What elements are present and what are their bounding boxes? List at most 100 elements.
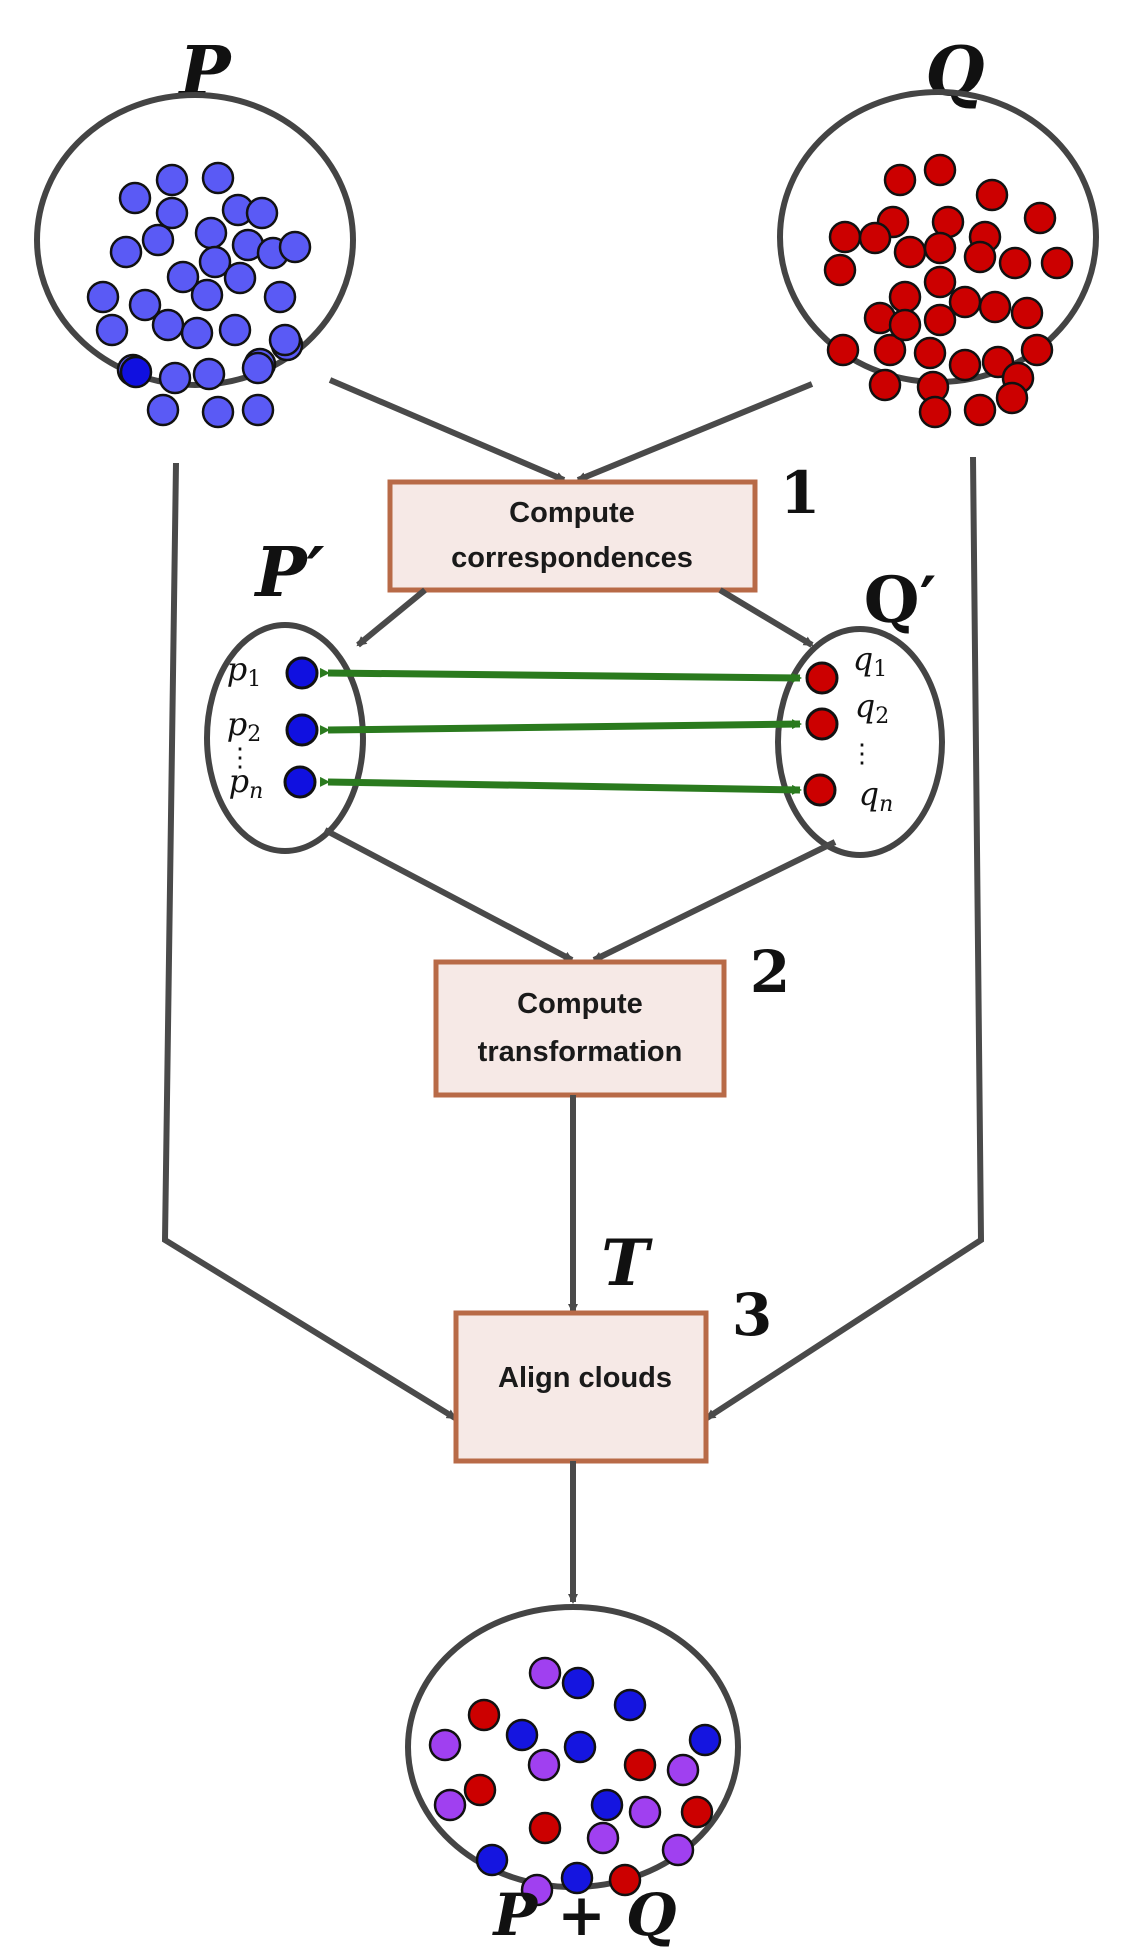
correspondence-arrow-2 — [319, 719, 802, 736]
arrow-p-to-step3 — [161, 462, 457, 1421]
p-cloud-point — [192, 357, 226, 391]
arrow-p-prime-to-step2 — [323, 827, 574, 963]
q-cloud-point — [828, 220, 862, 254]
step1-number: 1 — [780, 459, 820, 527]
p-prime-ellipse — [204, 622, 366, 854]
p-cloud-point — [245, 196, 279, 230]
q-cloud-point — [888, 280, 922, 314]
arrow-p-to-step1 — [328, 377, 566, 483]
q1-label: q1 — [853, 640, 887, 682]
merged-cloud-point — [623, 1748, 657, 1782]
p-cloud-point — [278, 230, 312, 264]
merged-cloud-point — [590, 1788, 624, 1822]
step3-box — [453, 1310, 709, 1464]
p2-label: p2 — [227, 705, 261, 747]
merged-cloud-point — [613, 1688, 647, 1722]
merged-cloud-point — [528, 1811, 562, 1845]
step1-box — [387, 479, 758, 593]
qn-label: qn — [859, 775, 894, 817]
q-cloud-point — [1010, 296, 1044, 330]
p-cloud-point — [146, 393, 180, 427]
arrow-step1-to-p-prime — [356, 587, 427, 648]
p2-point — [285, 713, 319, 747]
q-cloud-point — [948, 348, 982, 382]
pn-point — [283, 765, 317, 799]
q-cloud-point — [963, 240, 997, 274]
transform-label: T — [601, 1226, 653, 1301]
p-cloud-point — [268, 323, 302, 357]
merged-cloud-point — [520, 1873, 554, 1907]
p-cloud-point — [151, 308, 185, 342]
merged-cloud-point — [560, 1861, 594, 1895]
q-ellipsis: ⋮ — [849, 739, 875, 769]
q-cloud-point — [1020, 333, 1054, 367]
arrow-q-to-step1 — [576, 381, 814, 483]
q-cloud-point — [823, 253, 857, 287]
merged-cloud-point — [586, 1821, 620, 1855]
q-cloud-point — [948, 285, 982, 319]
p-cloud-point — [95, 313, 129, 347]
step2-line2: transformation — [478, 1036, 683, 1068]
p-cloud-point — [194, 216, 228, 250]
merged-cloud-points — [428, 1656, 722, 1907]
q-cloud-point — [923, 303, 957, 337]
q-cloud-point — [883, 163, 917, 197]
p-cloud-points — [86, 161, 312, 429]
qn-point — [803, 773, 837, 807]
p-cloud-point — [241, 393, 275, 427]
merged-cloud-point — [628, 1795, 662, 1829]
arrow-q-prime-to-step2 — [592, 839, 837, 963]
p1-label: p1 — [227, 650, 261, 692]
q-cloud-points — [823, 153, 1074, 429]
q-cloud-point — [1040, 246, 1074, 280]
q-cloud-point — [888, 308, 922, 342]
q-cloud-point — [978, 290, 1012, 324]
merged-cloud-point — [661, 1833, 695, 1867]
q-cloud-point — [858, 221, 892, 255]
merged-cloud-point — [433, 1788, 467, 1822]
merged-cloud-point — [680, 1795, 714, 1829]
p-cloud-point — [201, 161, 235, 195]
q-cloud-point — [998, 246, 1032, 280]
q-cloud-point — [1023, 201, 1057, 235]
correspondence-arrow-1 — [319, 667, 802, 683]
step2-line1: Compute — [517, 988, 643, 1020]
correspondence-arrow-n — [319, 776, 802, 795]
q-cloud-point — [963, 393, 997, 427]
merged-cloud-point — [528, 1656, 562, 1690]
p-cloud-point — [109, 235, 143, 269]
q-cloud-point — [923, 231, 957, 265]
p1-point — [285, 656, 319, 690]
q2-label: q2 — [855, 687, 889, 729]
q-prime-label: Q′ — [864, 563, 937, 638]
merged-cloud-point — [563, 1730, 597, 1764]
p-cloud-point — [166, 260, 200, 294]
p-cloud-point — [218, 313, 252, 347]
p-cloud-point — [155, 196, 189, 230]
p-ellipsis: ⋮ — [227, 743, 253, 773]
step2-number: 2 — [750, 938, 790, 1006]
p-cloud-point — [118, 181, 152, 215]
p-cloud-point — [119, 355, 153, 389]
q-cloud-point — [873, 333, 907, 367]
p-cloud-point — [86, 280, 120, 314]
p-prime-label: P′ — [253, 533, 324, 613]
step1-line1: Compute — [509, 497, 635, 529]
result-label: P + Q — [491, 1881, 676, 1949]
merged-cloud-point — [463, 1773, 497, 1807]
p-cloud-point — [158, 361, 192, 395]
merged-cloud-point — [688, 1723, 722, 1757]
q2-point — [805, 707, 839, 741]
p-cloud-point — [201, 395, 235, 429]
q1-point — [805, 661, 839, 695]
q-cloud-point — [923, 265, 957, 299]
p-cloud-point — [141, 223, 175, 257]
q-cloud-point — [868, 368, 902, 402]
merged-cloud-point — [475, 1843, 509, 1877]
q-cloud-point — [913, 336, 947, 370]
p-cloud-point — [263, 280, 297, 314]
arrow-step1-to-q-prime — [718, 587, 814, 648]
p-cloud-point — [198, 245, 232, 279]
merged-cloud-point — [505, 1718, 539, 1752]
